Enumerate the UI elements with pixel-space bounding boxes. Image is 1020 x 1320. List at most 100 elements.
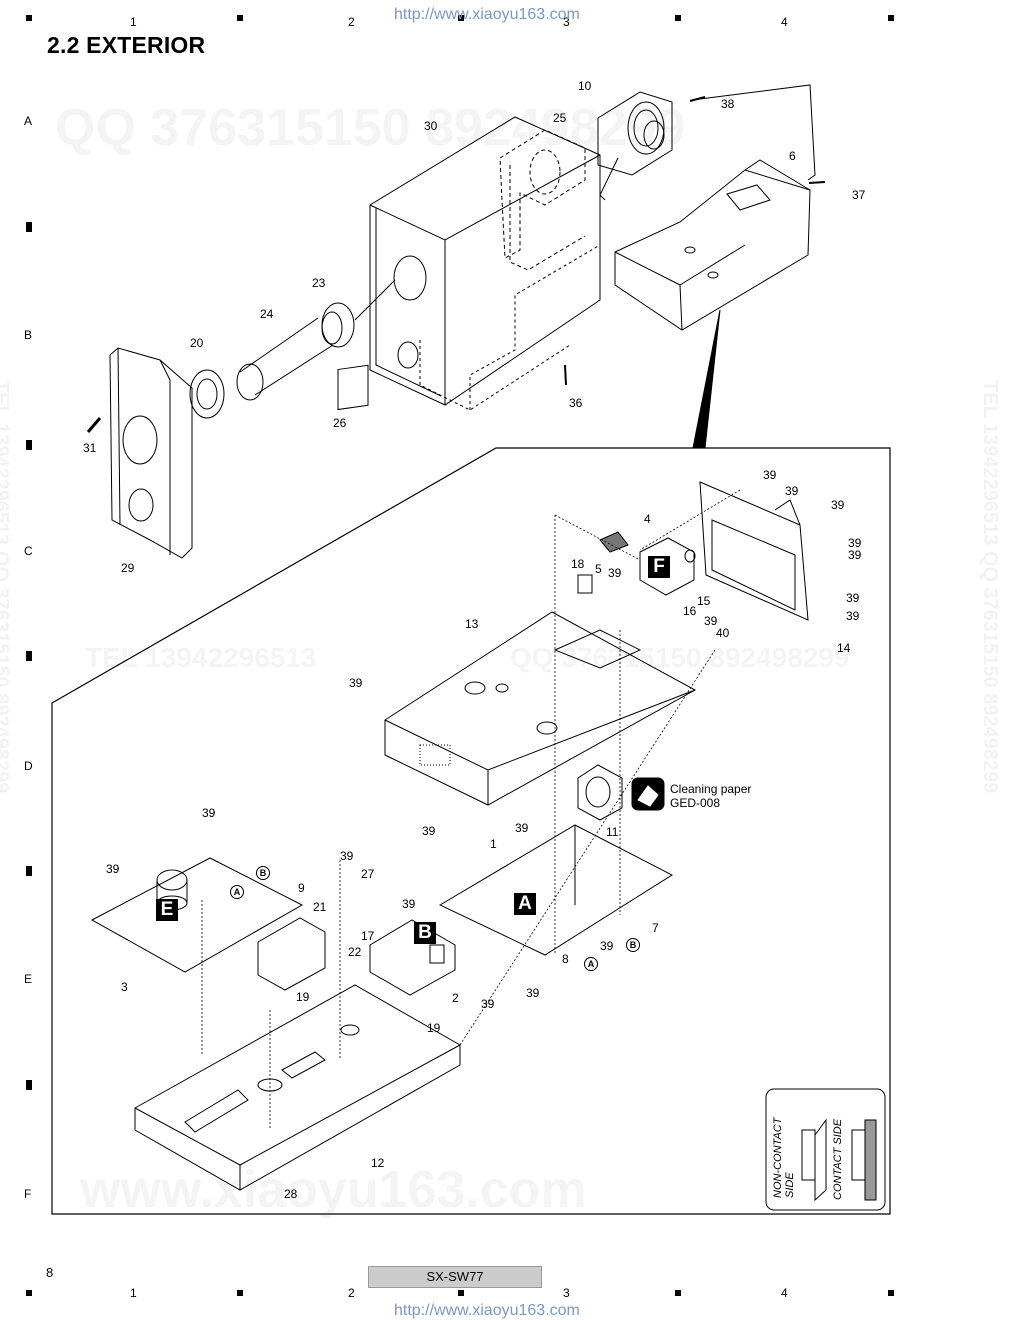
grid-row-f: F bbox=[24, 1187, 32, 1201]
callout-19-a: 19 bbox=[296, 990, 310, 1004]
callout-16: 16 bbox=[683, 604, 697, 618]
legend-box bbox=[765, 1088, 886, 1211]
callout-4: 4 bbox=[644, 512, 651, 526]
callout-2: 2 bbox=[452, 991, 459, 1005]
callout-39-g: 39 bbox=[846, 591, 860, 605]
callout-24: 24 bbox=[260, 307, 274, 321]
grid-col-top-1: 1 bbox=[130, 15, 137, 29]
grid-col-bottom-1: 1 bbox=[130, 1286, 137, 1300]
legend-non-contact-line2: SIDE bbox=[784, 1172, 796, 1198]
transformer-4 bbox=[639, 537, 696, 596]
callout-27: 27 bbox=[361, 867, 375, 881]
callout-21: 21 bbox=[313, 900, 327, 914]
cleaning-paper-label: Cleaning paper bbox=[670, 782, 752, 796]
callout-11: 11 bbox=[606, 825, 619, 839]
callout-19-b: 19 bbox=[427, 1021, 441, 1035]
callout-39-p: 39 bbox=[402, 897, 416, 911]
port-25 bbox=[499, 129, 586, 271]
callout-3: 3 bbox=[121, 980, 128, 994]
callout-40: 40 bbox=[716, 626, 730, 640]
port-tube bbox=[189, 279, 396, 419]
grid-row-b: B bbox=[24, 328, 33, 342]
callout-14: 14 bbox=[837, 641, 851, 655]
assembly-lines bbox=[201, 489, 741, 1130]
page-title: 2.2 EXTERIOR bbox=[47, 32, 206, 58]
grille-26 bbox=[337, 364, 369, 411]
board-label-b: B bbox=[414, 922, 436, 944]
board-a-outline bbox=[438, 824, 674, 956]
callout-39-l: 39 bbox=[515, 821, 529, 835]
callout-20: 20 bbox=[190, 336, 204, 350]
marker-a-right: A bbox=[584, 957, 598, 971]
part-5 bbox=[599, 531, 629, 553]
callout-39-c: 39 bbox=[785, 484, 799, 498]
callout-39-d: 39 bbox=[831, 498, 845, 512]
callout-36: 36 bbox=[569, 396, 583, 410]
legend-non-contact: NON-CONTACT SIDE bbox=[772, 1118, 796, 1198]
callout-15: 15 bbox=[697, 594, 711, 608]
marker-b-left: B bbox=[256, 866, 270, 880]
watermark-tel: TEL 13942296513 bbox=[85, 642, 316, 674]
callout-23: 23 bbox=[312, 276, 326, 290]
model-name: SX-SW77 bbox=[368, 1266, 542, 1288]
callout-39-h: 39 bbox=[846, 609, 860, 623]
grid-col-top-4: 4 bbox=[781, 15, 788, 29]
grid-row-c: C bbox=[24, 544, 33, 558]
callout-39-m: 39 bbox=[202, 806, 216, 820]
grid-col-top-3: 3 bbox=[563, 15, 570, 29]
callout-8: 8 bbox=[562, 952, 569, 966]
watermark-site: www.xiaoyu163.com bbox=[80, 1160, 587, 1220]
board-b-outline bbox=[369, 919, 456, 996]
amp-chassis-top bbox=[614, 159, 811, 331]
cleaning-icon bbox=[637, 785, 659, 807]
callout-39-o: 39 bbox=[340, 849, 354, 863]
callout-9: 9 bbox=[298, 881, 305, 895]
callout-37: 37 bbox=[852, 188, 866, 202]
callout-22: 22 bbox=[348, 945, 362, 959]
grid-row-d: D bbox=[24, 759, 33, 773]
bracket-14 bbox=[699, 481, 809, 621]
callout-39-q: 39 bbox=[481, 997, 495, 1011]
page-number: 8 bbox=[46, 1265, 54, 1280]
callout-5: 5 bbox=[595, 562, 602, 576]
callout-1: 1 bbox=[490, 837, 497, 851]
callout-39-b: 39 bbox=[763, 468, 777, 482]
callout-6: 6 bbox=[789, 149, 796, 163]
watermark-qq: QQ 376315150 892498299 bbox=[55, 98, 685, 158]
watermark-qq-2: QQ 376315150 892498299 bbox=[510, 642, 849, 674]
grid-col-top-2: 2 bbox=[348, 15, 355, 29]
callout-25: 25 bbox=[553, 111, 567, 125]
marker-b-right: B bbox=[626, 938, 640, 952]
callout-39-s: 39 bbox=[526, 986, 540, 1000]
grid-col-bottom-3: 3 bbox=[563, 1286, 570, 1300]
grid-col-bottom-2: 2 bbox=[348, 1286, 355, 1300]
callout-30: 30 bbox=[424, 119, 438, 133]
legend-non-contact-line1: NON-CONTACT bbox=[772, 1117, 784, 1198]
grid-col-bottom-4: 4 bbox=[781, 1286, 788, 1300]
marker-a-left: A bbox=[230, 885, 244, 899]
board-label-f: F bbox=[648, 556, 670, 578]
cabinet-30 bbox=[369, 116, 601, 411]
callout-39-r: 39 bbox=[600, 939, 614, 953]
callout-26: 26 bbox=[333, 416, 347, 430]
footer-url[interactable]: http://www.xiaoyu163.com bbox=[394, 1302, 580, 1319]
callout-39-i: 39 bbox=[704, 614, 718, 628]
wire-leader bbox=[691, 84, 816, 181]
speaker-10 bbox=[597, 91, 673, 201]
header-url[interactable]: http://www.xiaoyu163.com bbox=[394, 6, 580, 23]
part-18 bbox=[577, 574, 593, 594]
grid-row-e: E bbox=[24, 972, 33, 986]
callout-39-j: 39 bbox=[349, 676, 363, 690]
callout-17: 17 bbox=[361, 929, 375, 943]
callout-39-n: 39 bbox=[106, 862, 120, 876]
callout-10: 10 bbox=[578, 79, 592, 93]
callout-31: 31 bbox=[83, 441, 97, 455]
callout-13: 13 bbox=[465, 617, 479, 631]
cleaning-paper-note: Cleaning paper GED-008 bbox=[670, 782, 751, 810]
callout-39-a: 39 bbox=[608, 566, 622, 580]
callout-28: 28 bbox=[284, 1187, 298, 1201]
part-21 bbox=[257, 917, 326, 991]
board-label-a: A bbox=[514, 893, 536, 915]
callout-38: 38 bbox=[721, 97, 735, 111]
